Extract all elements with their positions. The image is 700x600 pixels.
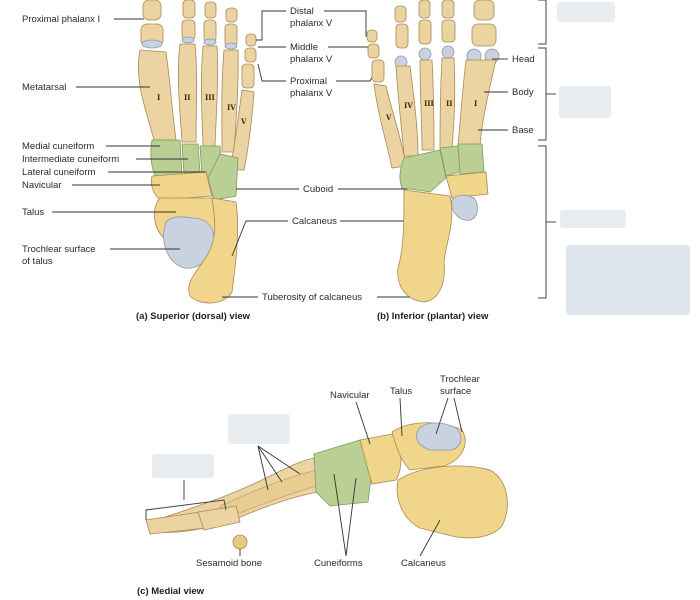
label-base: Base xyxy=(512,125,534,136)
obscured-label-box-5 xyxy=(228,414,290,444)
label-intermediate-cuneiform: Intermediate cuneiform xyxy=(22,154,119,165)
medial-view-foot xyxy=(145,422,508,550)
numeral-inferior-4: IV xyxy=(404,101,413,110)
superior-view-foot: I II III IV V xyxy=(137,0,257,304)
label-distal-phalanx-5: Distal xyxy=(290,6,314,17)
obscured-label-box-3 xyxy=(560,210,626,228)
label-distal-phalanx-5-line2: phalanx V xyxy=(290,18,333,29)
numeral-superior-5: V xyxy=(240,117,247,126)
label-talus: Talus xyxy=(22,207,44,218)
label-head: Head xyxy=(512,54,535,65)
label-medial-calcaneus: Calcaneus xyxy=(401,558,446,569)
label-medial-surface: surface xyxy=(440,386,471,397)
numeral-inferior-3: III xyxy=(424,99,434,108)
label-middle-phalanx-5: Middle xyxy=(290,42,318,53)
label-calcaneus: Calcaneus xyxy=(292,216,337,227)
numeral-superior-3: III xyxy=(205,93,215,102)
label-cuboid: Cuboid xyxy=(303,184,333,195)
numeral-superior-4: IV xyxy=(227,103,236,112)
numeral-inferior-2: II xyxy=(446,99,453,108)
numeral-inferior-5: V xyxy=(385,113,392,122)
label-cuneiforms: Cuneiforms xyxy=(314,558,363,569)
inferior-view-foot: V IV III II I xyxy=(366,0,500,303)
label-trochlear-surface: Trochlear surface xyxy=(22,244,96,255)
label-medial-talus: Talus xyxy=(390,386,412,397)
label-middle-phalanx-5-line2: phalanx V xyxy=(290,54,333,65)
caption-inferior-view: (b) Inferior (plantar) view xyxy=(377,311,489,322)
label-body: Body xyxy=(512,87,534,98)
obscured-label-box-1 xyxy=(557,2,615,22)
obscured-label-box-2 xyxy=(559,86,611,118)
obscured-label-box-4 xyxy=(566,245,690,315)
caption-medial-view: (c) Medial view xyxy=(137,586,205,597)
label-proximal-phalanx-1: Proximal phalanx I xyxy=(22,14,100,25)
caption-superior-view: (a) Superior (dorsal) view xyxy=(136,311,251,322)
label-lateral-cuneiform: Lateral cuneiform xyxy=(22,167,95,178)
label-medial-cuneiform: Medial cuneiform xyxy=(22,141,94,152)
label-medial-navicular: Navicular xyxy=(330,390,370,401)
numeral-superior-1: I xyxy=(157,93,160,102)
label-medial-trochlear: Trochlear xyxy=(440,374,480,385)
label-sesamoid-bone: Sesamoid bone xyxy=(196,558,262,569)
label-tuberosity-of-calcaneus: Tuberosity of calcaneus xyxy=(262,292,362,303)
numeral-inferior-1: I xyxy=(474,99,477,108)
label-navicular: Navicular xyxy=(22,180,62,191)
label-of-talus: of talus xyxy=(22,256,53,267)
numeral-superior-2: II xyxy=(184,93,191,102)
label-proximal-phalanx-5-line2: phalanx V xyxy=(290,88,333,99)
obscured-label-box-6 xyxy=(152,454,214,478)
label-metatarsal: Metatarsal xyxy=(22,82,66,93)
label-proximal-phalanx-5: Proximal xyxy=(290,76,327,87)
